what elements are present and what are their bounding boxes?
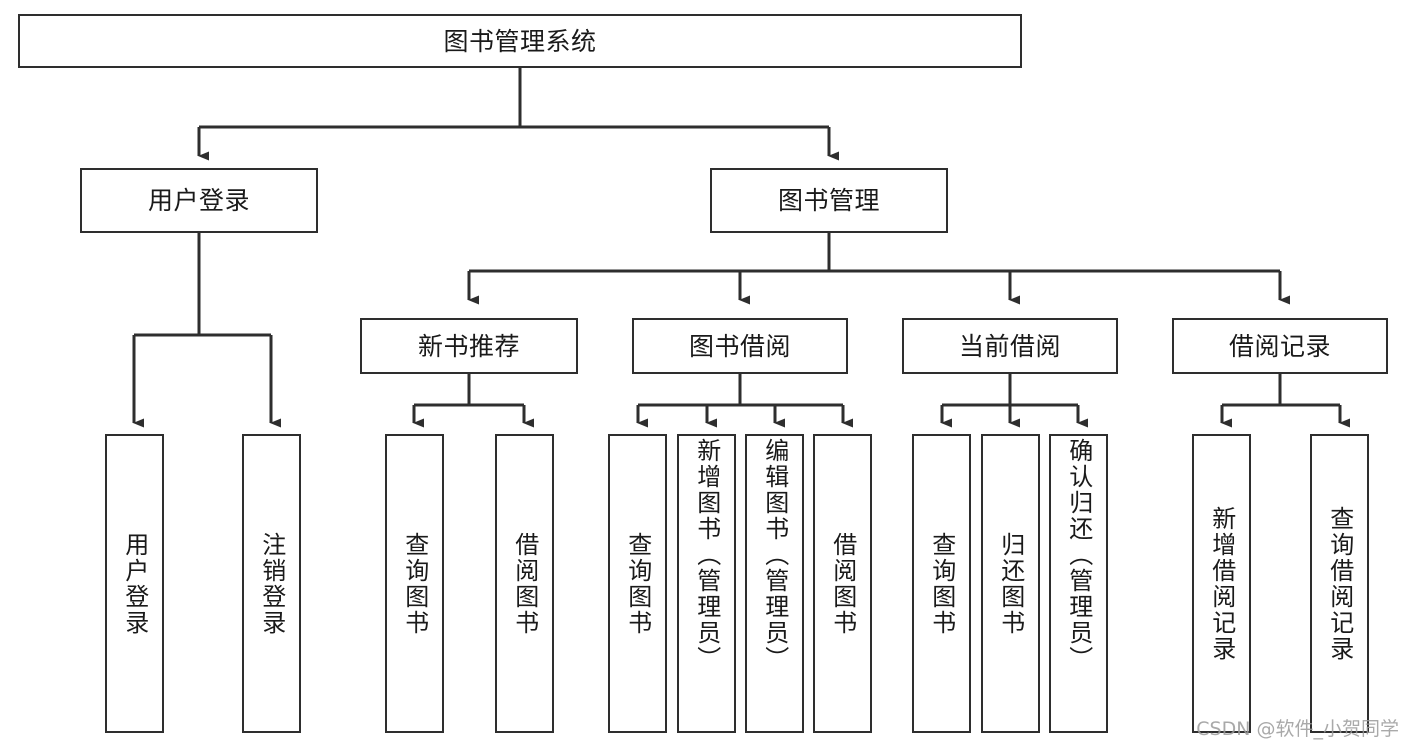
node-label: 新增图书（管理员） xyxy=(692,438,721,672)
leaf-new-book-query-book[interactable]: 查询图书 xyxy=(385,434,444,733)
node-label: 查询借阅记录 xyxy=(1325,505,1354,662)
leaf-current-borrow-confirm-return-admin[interactable]: 确认归还（管理员） xyxy=(1049,434,1108,733)
node-label: 当前借阅 xyxy=(958,331,1061,361)
node-book-borrow[interactable]: 图书借阅 xyxy=(632,318,848,374)
node-user-login[interactable]: 用户登录 xyxy=(80,168,318,233)
node-label: 新增借阅记录 xyxy=(1207,505,1236,662)
node-label: 用户登录 xyxy=(120,531,149,636)
node-label: 借阅图书 xyxy=(510,531,539,636)
node-label: 图书管理系统 xyxy=(443,26,597,56)
leaf-book-borrow-add-book-admin[interactable]: 新增图书（管理员） xyxy=(677,434,736,733)
node-label: 归还图书 xyxy=(996,531,1025,636)
leaf-current-borrow-return-book[interactable]: 归还图书 xyxy=(981,434,1040,733)
node-label: 借阅记录 xyxy=(1228,331,1331,361)
node-label: 图书借阅 xyxy=(688,331,791,361)
node-label: 借阅图书 xyxy=(828,531,857,636)
node-borrow-record[interactable]: 借阅记录 xyxy=(1172,318,1388,374)
leaf-book-borrow-edit-book-admin[interactable]: 编辑图书（管理员） xyxy=(745,434,804,733)
leaf-book-borrow-borrow-book[interactable]: 借阅图书 xyxy=(813,434,872,733)
node-new-book-recommend[interactable]: 新书推荐 xyxy=(360,318,578,374)
leaf-new-book-borrow-book[interactable]: 借阅图书 xyxy=(495,434,554,733)
node-label: 图书管理 xyxy=(777,186,880,215)
leaf-borrow-record-add-record[interactable]: 新增借阅记录 xyxy=(1192,434,1251,733)
node-label: 注销登录 xyxy=(257,531,286,636)
node-label: 查询图书 xyxy=(927,531,956,636)
leaf-borrow-record-query-record[interactable]: 查询借阅记录 xyxy=(1310,434,1369,733)
leaf-user-login-logout[interactable]: 注销登录 xyxy=(242,434,301,733)
node-label: 查询图书 xyxy=(400,531,429,636)
leaf-user-login-login[interactable]: 用户登录 xyxy=(105,434,164,733)
node-label: 新书推荐 xyxy=(417,331,520,361)
node-label: 查询图书 xyxy=(623,531,652,636)
node-book-management[interactable]: 图书管理 xyxy=(710,168,948,233)
node-current-borrow[interactable]: 当前借阅 xyxy=(902,318,1118,374)
node-label: 用户登录 xyxy=(147,186,250,215)
node-root-library-system[interactable]: 图书管理系统 xyxy=(18,14,1022,68)
node-label: 编辑图书（管理员） xyxy=(760,438,789,672)
node-label: 确认归还（管理员） xyxy=(1064,438,1093,672)
leaf-current-borrow-query-book[interactable]: 查询图书 xyxy=(912,434,971,733)
leaf-book-borrow-query-book[interactable]: 查询图书 xyxy=(608,434,667,733)
